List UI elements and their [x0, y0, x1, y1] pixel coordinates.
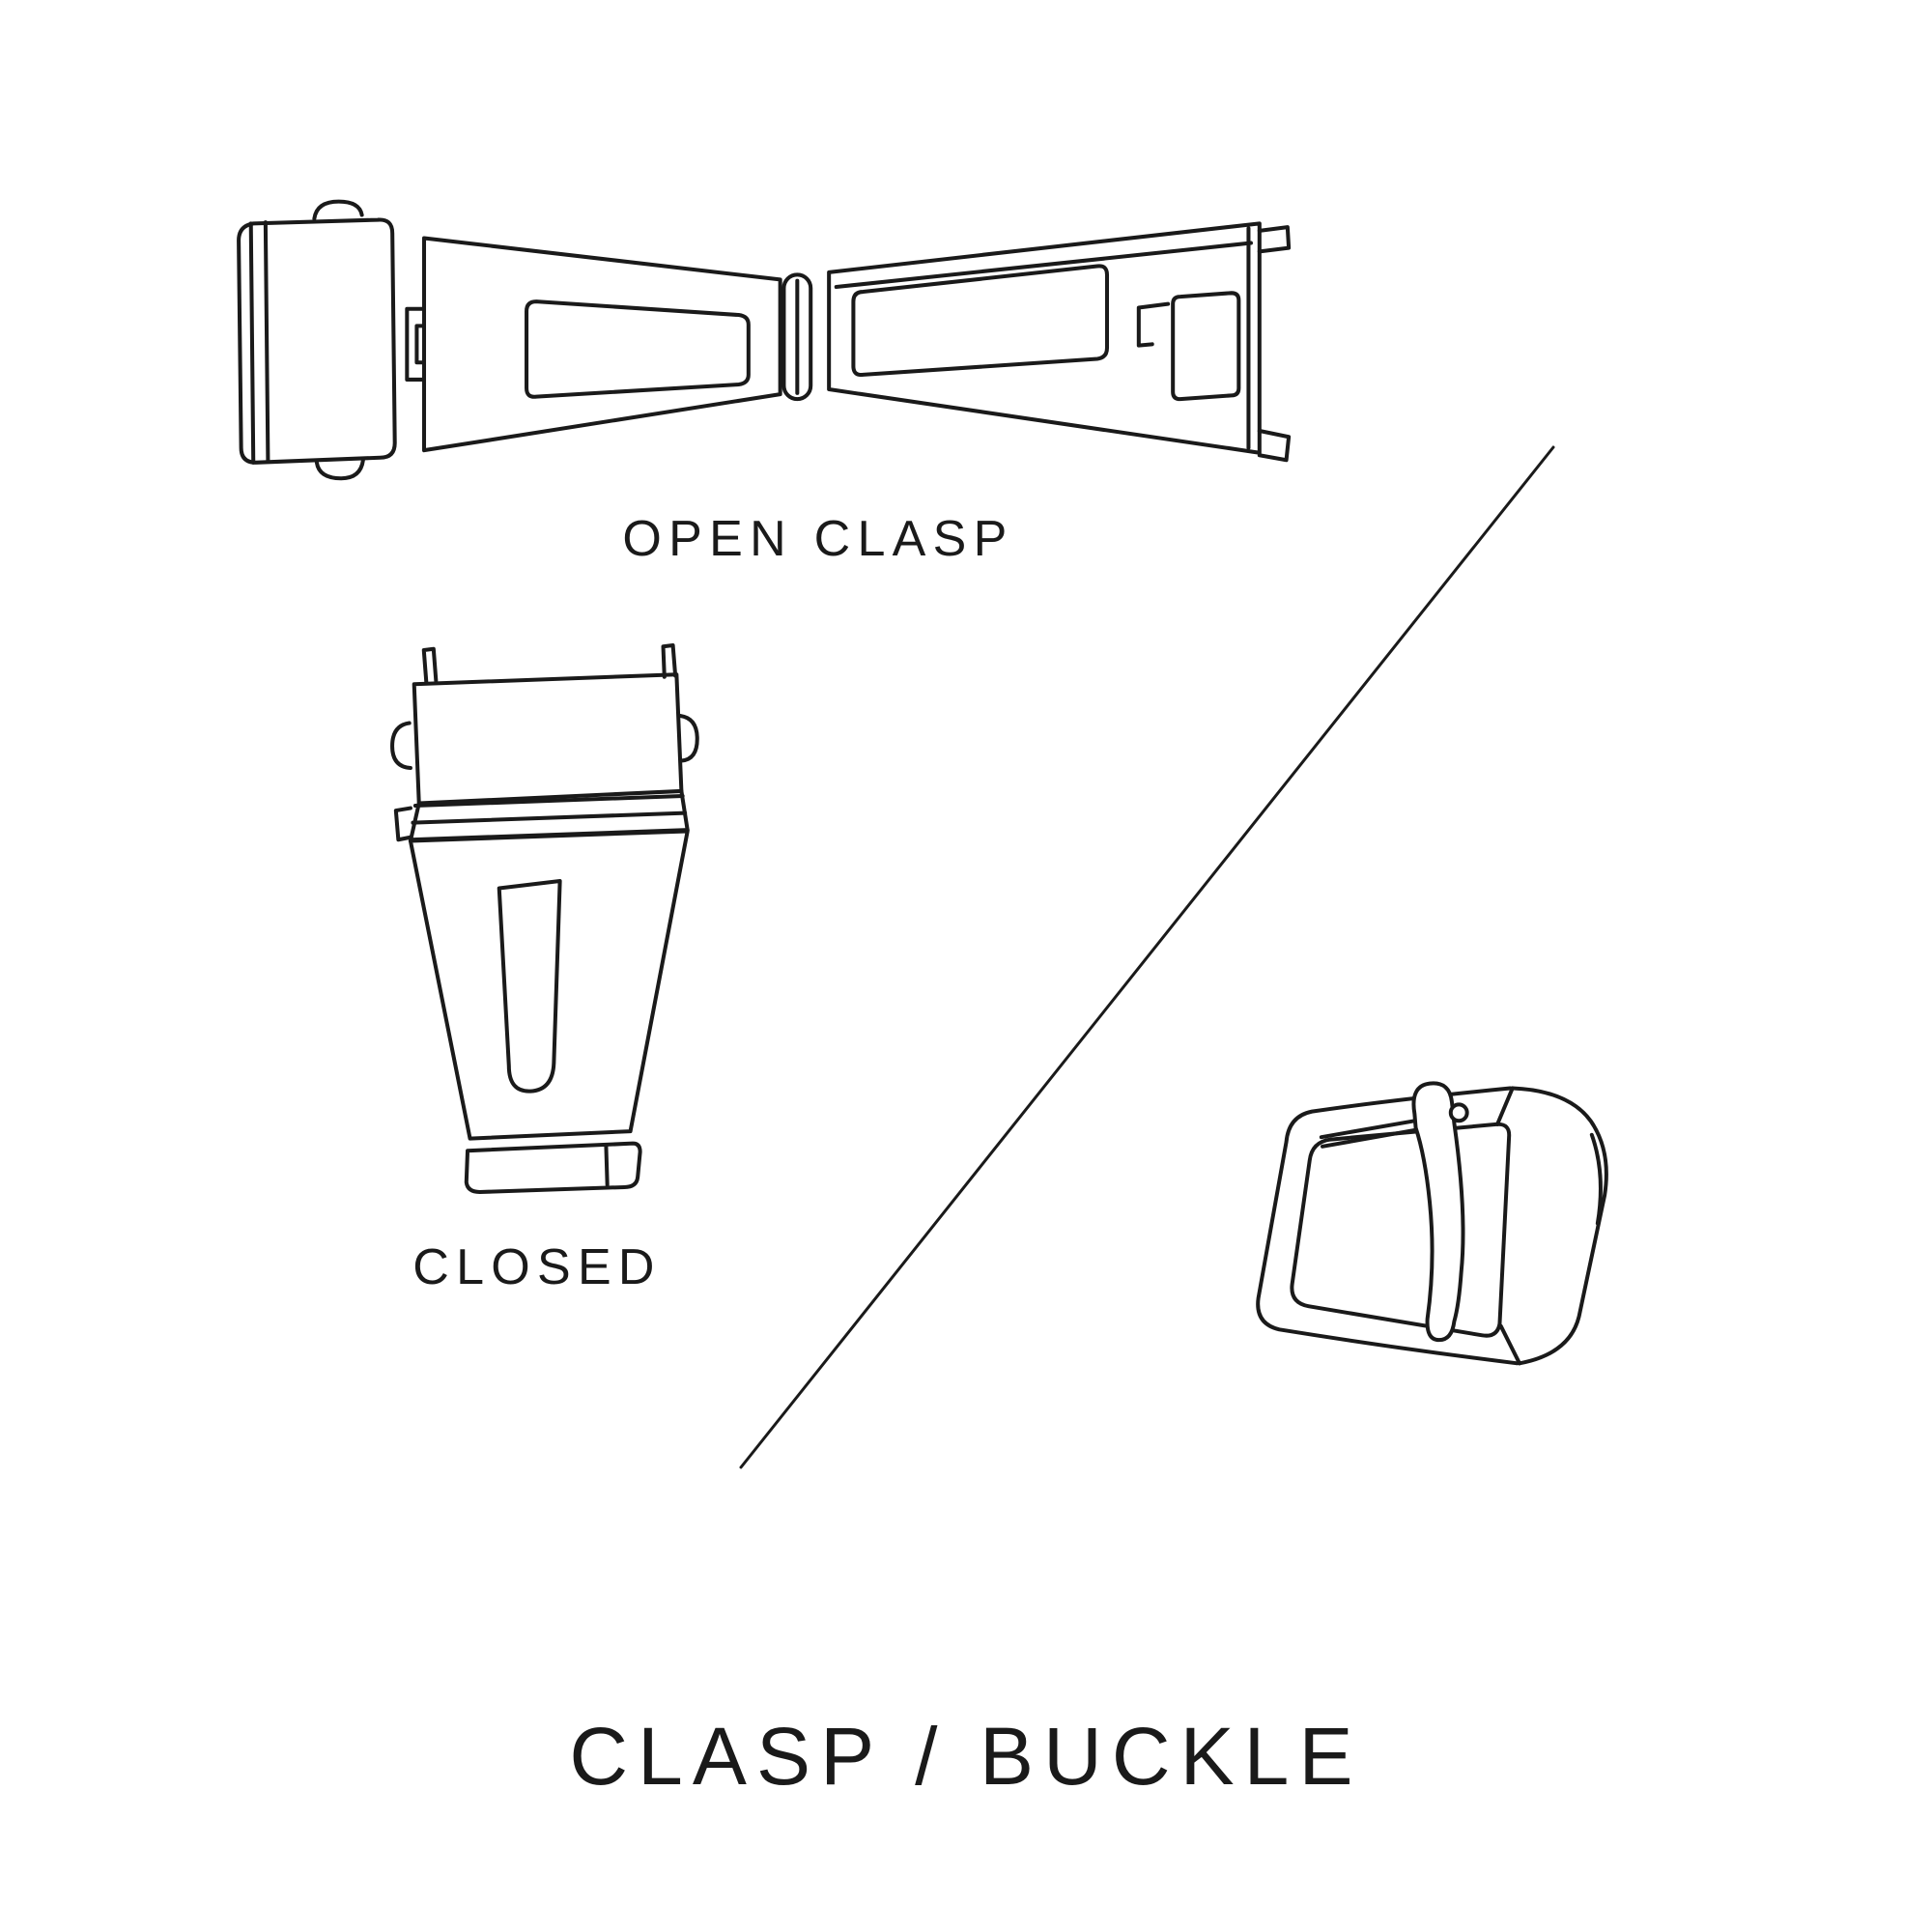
- clasp-center-hinge: [781, 272, 813, 402]
- closed-clasp-label: CLOSED: [412, 1239, 662, 1295]
- clasp-end-link: [464, 1141, 642, 1194]
- buckle-pin-coil: [1448, 1102, 1469, 1123]
- buckle-frame: [1256, 1086, 1608, 1366]
- open-clasp-figure: [229, 189, 1302, 482]
- closed-clasp-illustration: [390, 643, 699, 1194]
- pin-buckle-illustration: [1256, 1081, 1608, 1366]
- buckle-figure: [1239, 1074, 1636, 1412]
- closed-clasp-figure: [383, 643, 699, 1194]
- diagonal-divider-line: [739, 445, 1555, 1469]
- page-title: CLASP / BUCKLE: [569, 1711, 1363, 1802]
- open-clasp-label: OPEN CLASP: [622, 511, 1014, 567]
- clasp-top-cover: [390, 672, 699, 806]
- section-divider: [734, 440, 1561, 1475]
- buckle-tongue: [1411, 1081, 1469, 1343]
- clasp-spring-prongs: [421, 643, 678, 684]
- clasp-left-blade: [405, 236, 782, 453]
- clasp-right-blade: [827, 221, 1292, 463]
- clasp-body: [408, 829, 690, 1141]
- open-clasp-illustration: [237, 199, 1292, 481]
- clasp-end-cover: [237, 199, 397, 481]
